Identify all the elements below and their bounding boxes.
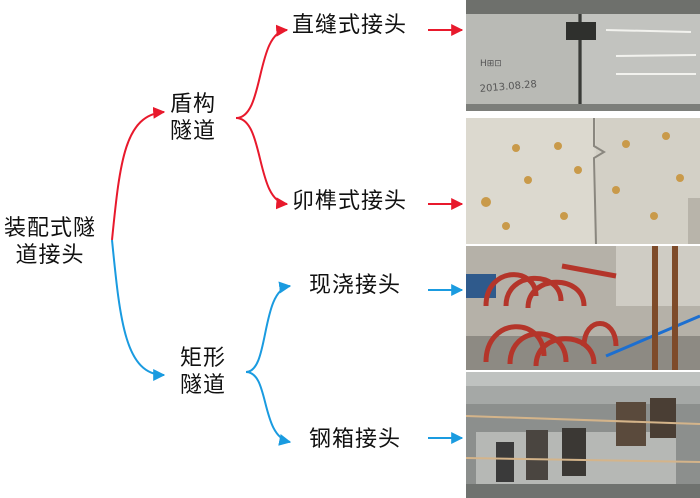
shield-tunnel-label: 盾构 隧道 [170,92,217,144]
photo-cast-in-place-joint [466,246,700,370]
photo-steel-box-joint [466,372,700,498]
steel-box-joint-label: 钢箱接头 [309,427,402,452]
root-node-label: 装配式隧 道接头 [3,216,96,268]
mortise-tenon-joint-label: 卯榫式接头 [292,189,408,214]
arrow-rect-to-cast [245,281,292,373]
segment-date-marking: 2013.08.28 [479,79,537,95]
cast-in-place-joint-label: 现浇接头 [309,273,402,298]
arrow-rect-to-steel [245,371,292,446]
photo-straight-joint: H⊞⊡ 2013.08.28 [466,0,700,111]
rectangular-tunnel-label: 矩形 隧道 [180,346,227,398]
arrow-shield-to-mortise [235,117,289,210]
svg-text:H⊞⊡: H⊞⊡ [480,59,502,69]
straight-joint-label: 直缝式接头 [292,13,408,38]
arrow-shield-to-straight [235,24,289,119]
arrow-root-to-rect [111,239,166,381]
photo-mortise-tenon-joint [466,118,700,244]
arrow-root-to-shield [111,106,166,241]
